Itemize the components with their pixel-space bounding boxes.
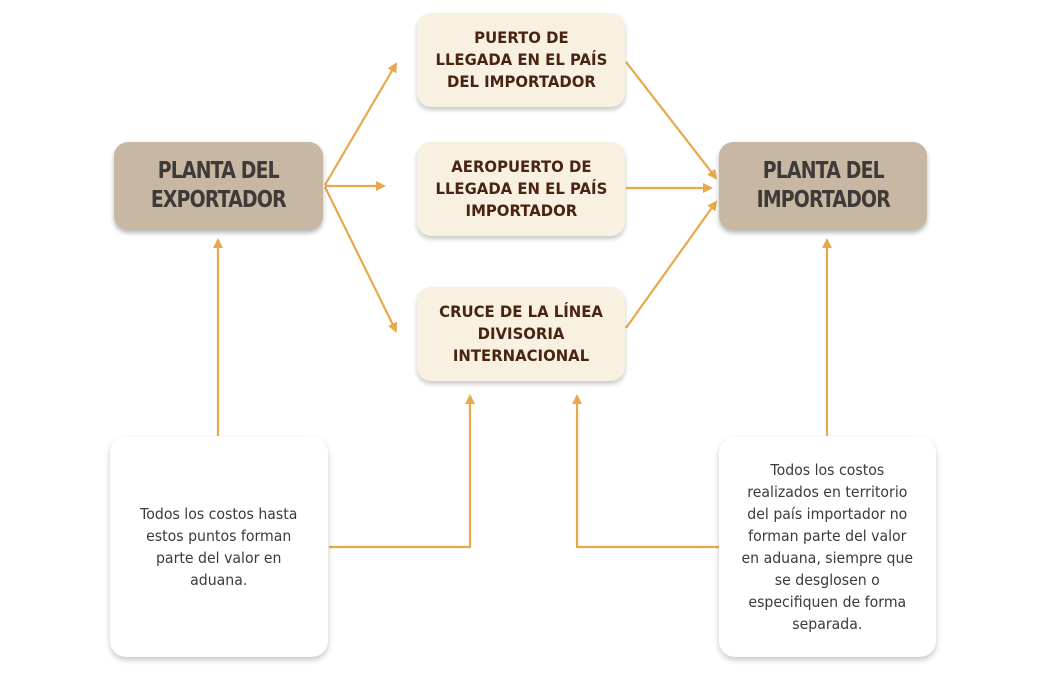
arrow-right-note-to-border (572, 394, 719, 549)
border-crossing-box: CRUCE DE LA LÍNEA DIVISORIA INTERNACIONA… (417, 287, 625, 381)
left-note-box: Todos los costos hasta estos puntos form… (110, 437, 328, 657)
arrow-left-note-to-border (329, 394, 475, 549)
exporter-plant-box: PLANTA DEL EXPORTADOR (114, 142, 323, 230)
right-note-text: Todos los costos realizados en territori… (741, 461, 914, 633)
arrow-port-to-importer (625, 61, 718, 180)
importer-plant-box: PLANTA DEL IMPORTADOR (719, 142, 927, 230)
arrow-exporter-to-border (324, 186, 397, 333)
arrow-exporter-to-port (324, 62, 398, 186)
border-crossing-label: CRUCE DE LA LÍNEA DIVISORIA INTERNACIONA… (439, 302, 603, 365)
airport-box: AEROPUERTO DE LLEGADA EN EL PAÍS IMPORTA… (417, 142, 625, 236)
exporter-plant-label: PLANTA DEL EXPORTADOR (151, 158, 287, 213)
port-label: PUERTO DE LLEGADA EN EL PAÍS DEL IMPORTA… (435, 28, 607, 91)
importer-plant-label: PLANTA DEL IMPORTADOR (756, 158, 890, 213)
airport-label: AEROPUERTO DE LLEGADA EN EL PAÍS IMPORTA… (435, 157, 607, 220)
left-note-text: Todos los costos hasta estos puntos form… (140, 505, 298, 589)
arrow-border-to-importer (625, 200, 718, 329)
right-note-box: Todos los costos realizados en territori… (719, 437, 936, 657)
port-box: PUERTO DE LLEGADA EN EL PAÍS DEL IMPORTA… (417, 13, 625, 107)
